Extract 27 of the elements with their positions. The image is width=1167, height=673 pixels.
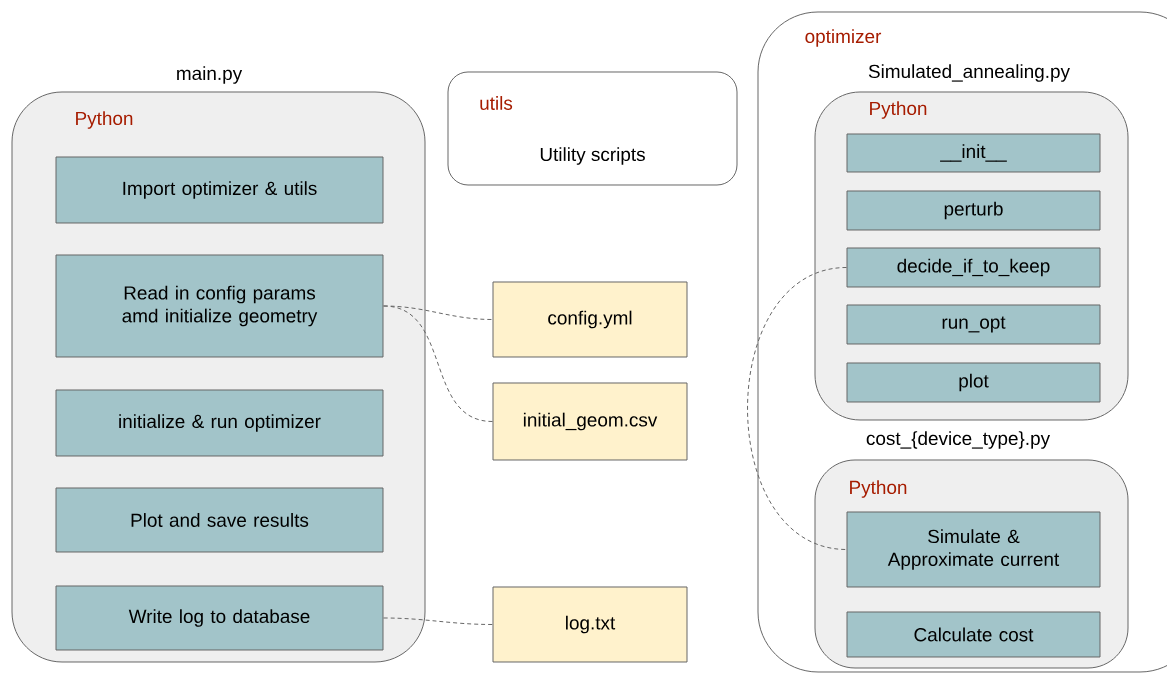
process-box: Plot and save results <box>55 487 384 553</box>
tag-label: Python <box>850 480 907 498</box>
file-box: log.txt <box>492 586 688 663</box>
file-name-label: main.py <box>177 66 243 84</box>
process-box: Write log to database <box>55 585 384 651</box>
tag-label: utils <box>480 96 513 110</box>
process-box: __init__ <box>846 133 1101 173</box>
process-box: Calculate cost <box>846 611 1101 658</box>
process-box: Import optimizer & utils <box>55 156 384 224</box>
file-box: config.yml <box>492 281 688 358</box>
process-box: Simulate & Approximate current <box>846 511 1101 588</box>
file-name-label: cost_{device_type}.py <box>866 431 1050 449</box>
process-box: run_opt <box>846 304 1101 345</box>
tag-label: Python <box>76 111 133 129</box>
file-name-label: Simulated_annealing.py <box>868 64 1070 82</box>
connector-line <box>383 617 493 625</box>
process-box: Read in config params amd initialize geometry <box>55 254 384 358</box>
process-box: plot <box>846 362 1101 403</box>
description-text: Utility scripts <box>540 147 645 165</box>
connector-line <box>383 305 493 422</box>
process-box: decide_if_to_keep <box>846 247 1101 288</box>
file-box: initial_geom.csv <box>492 382 688 461</box>
tag-label: Python <box>870 101 927 119</box>
process-box: initialize & run optimizer <box>55 389 384 457</box>
tag-label: optimizer <box>805 29 882 47</box>
process-box: perturb <box>846 190 1101 231</box>
connector-line <box>747 267 847 550</box>
